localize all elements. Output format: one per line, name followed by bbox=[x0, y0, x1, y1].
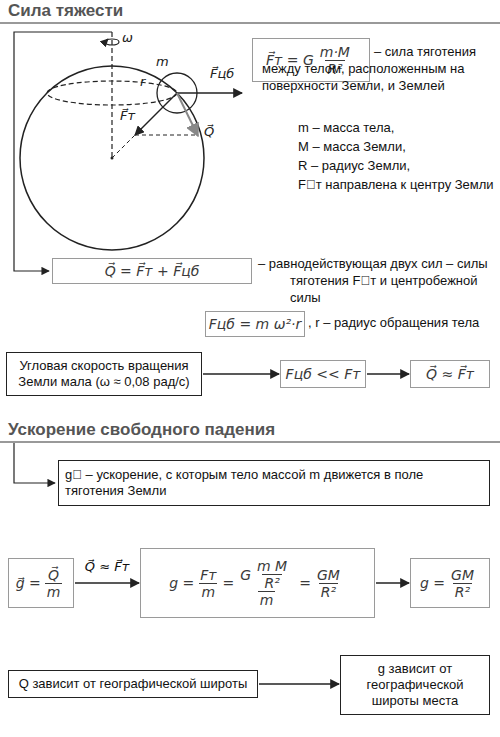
numerator: GM bbox=[315, 567, 342, 583]
center-dot bbox=[111, 157, 114, 160]
section-heading: Ускорение свободного падения bbox=[8, 420, 279, 440]
text-box: g зависит от географической широты места bbox=[340, 655, 490, 715]
text-box: Угловая скорость вращения Земли мала (ω … bbox=[6, 352, 202, 396]
formula-text: Q⃗ bbox=[48, 567, 59, 583]
numerator: m M bbox=[255, 558, 289, 574]
numerator: GM bbox=[449, 567, 476, 583]
formula-box: Q⃗ ≈ F⃗т bbox=[410, 360, 490, 388]
formula-text: = bbox=[222, 575, 234, 591]
fraction: GMR² bbox=[449, 567, 476, 600]
force-label: Q⃗ bbox=[204, 124, 214, 141]
formula-box: g =GMR² bbox=[410, 558, 490, 608]
formula-text: g⃗ = bbox=[16, 575, 41, 591]
rotation-axis bbox=[111, 32, 112, 158]
numerator: Fт bbox=[198, 567, 218, 583]
formula-text: GM bbox=[317, 567, 340, 583]
formula-text: Q⃗ = F⃗т + F⃗цб bbox=[105, 263, 200, 279]
formula-box: g⃗ =Q⃗m bbox=[8, 558, 74, 608]
bracket-line bbox=[14, 32, 112, 271]
denominator: R² bbox=[319, 583, 338, 600]
fraction: Q⃗m bbox=[45, 567, 63, 600]
formula-text: m bbox=[47, 584, 61, 600]
formula-text: Fт bbox=[200, 567, 216, 583]
force-label: F⃗т bbox=[120, 108, 135, 125]
formula-text: Fцб = m ω²·r bbox=[209, 316, 301, 332]
formula-text: G bbox=[240, 567, 251, 583]
resultant-vector bbox=[177, 93, 198, 136]
legend-text: F⃗т направлена к центру Земли bbox=[298, 177, 496, 194]
denominator: R² bbox=[262, 574, 281, 591]
heading-bar bbox=[0, 441, 500, 443]
denominator: m bbox=[258, 591, 276, 608]
formula-box: Fцб = m ω²·r bbox=[205, 311, 305, 337]
numerator: Gm MR² bbox=[238, 558, 295, 591]
fraction: GMR² bbox=[315, 567, 342, 600]
formula-text: g зависит от географической широты места bbox=[347, 661, 483, 710]
edge-label: Q⃗ ≈ F⃗т bbox=[83, 559, 131, 574]
denominator: m bbox=[45, 583, 63, 600]
formula-text: R² bbox=[264, 575, 279, 591]
parallelogram-line bbox=[135, 135, 196, 136]
formula-text: Fцб << Fт bbox=[286, 366, 361, 382]
denominator: R² bbox=[453, 583, 472, 600]
legend-text: m – масса тела, bbox=[298, 120, 494, 137]
rotation-arrow bbox=[105, 39, 108, 42]
earth-circle bbox=[20, 66, 204, 250]
description-text: – сила тяготения между телом, расположен… bbox=[262, 44, 496, 95]
fraction: Fтm bbox=[198, 567, 218, 600]
denominator: m bbox=[199, 583, 217, 600]
formula-box: Q⃗ = F⃗т + F⃗цб bbox=[52, 258, 252, 284]
bracket-line bbox=[14, 443, 55, 483]
rotation-symbol bbox=[105, 39, 119, 45]
section-title: Сила тяжести bbox=[8, 1, 127, 21]
formula-box: Fцб << Fт bbox=[280, 360, 366, 388]
arrow-connector bbox=[259, 683, 339, 684]
arrow-connector bbox=[203, 373, 279, 374]
legend-text: R – радиус Земли, bbox=[298, 158, 494, 175]
formula-text: m bbox=[201, 584, 215, 600]
gravity-vector bbox=[135, 93, 177, 135]
formula-text: Угловая скорость вращения Земли мала (ω … bbox=[13, 358, 195, 391]
centrifugal-vector bbox=[177, 92, 242, 93]
numerator: Q⃗ bbox=[46, 567, 61, 583]
formula-text: m M bbox=[257, 558, 287, 574]
arrow-connector bbox=[376, 582, 409, 583]
description-text: , r – радиус обращения тела bbox=[308, 315, 498, 332]
text-box: Q зависит от географической широты bbox=[8, 670, 258, 698]
formula-box: g =Fтm=Gm MR²m=GMR² bbox=[140, 548, 375, 618]
arrow-connector bbox=[75, 582, 139, 583]
formula-text: g = bbox=[420, 575, 445, 591]
formula-text: Q⃗ ≈ F⃗т bbox=[426, 366, 474, 382]
description-text: – равнодействующая двух сил – силы тягот… bbox=[290, 256, 496, 307]
center-line bbox=[112, 93, 177, 158]
formula-text: = bbox=[299, 575, 311, 591]
radius-label: r bbox=[140, 74, 145, 91]
fraction: m MR² bbox=[255, 558, 289, 591]
fraction: Gm MR²m bbox=[238, 558, 295, 608]
formula-text: m·M bbox=[320, 44, 350, 60]
formula-text: GM bbox=[451, 567, 474, 583]
mass-label: m bbox=[156, 54, 169, 71]
formula-text: R² bbox=[455, 584, 470, 600]
formula-text: Q зависит от географической широты bbox=[19, 676, 248, 692]
omega-label: ω bbox=[122, 30, 133, 47]
arrow-connector bbox=[367, 373, 409, 374]
formula-text: m bbox=[260, 592, 274, 608]
formula-text: R² bbox=[321, 584, 336, 600]
legend-text: M – масса Земли, bbox=[298, 139, 494, 156]
formula-text: g⃗ – ускорение, с которым тело массой m … bbox=[65, 467, 483, 500]
heading-bar bbox=[0, 22, 500, 24]
definition-box: g⃗ – ускорение, с которым тело массой m … bbox=[58, 460, 490, 506]
force-label: F⃗цб bbox=[210, 66, 234, 83]
numerator: m·M bbox=[318, 44, 352, 60]
formula-text: g = bbox=[169, 575, 194, 591]
